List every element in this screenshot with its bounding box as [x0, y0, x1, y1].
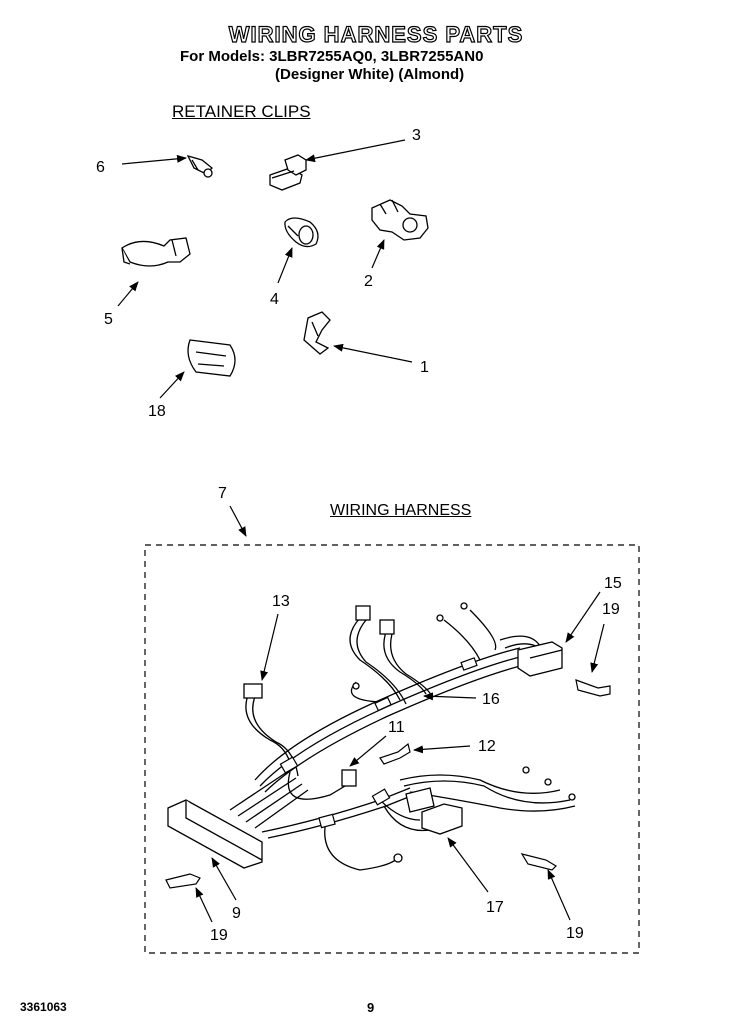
callout-19-bottom-left: 19 — [195, 887, 228, 944]
harness-connectors — [167, 602, 576, 869]
svg-text:13: 13 — [272, 593, 290, 610]
svg-text:19: 19 — [210, 927, 228, 944]
svg-text:6: 6 — [96, 159, 105, 176]
callout-5: 5 — [104, 281, 139, 328]
callout-12: 12 — [413, 738, 496, 755]
svg-text:9: 9 — [232, 905, 241, 922]
callout-4: 4 — [270, 247, 293, 308]
callout-19-top: 19 — [590, 601, 620, 673]
callout-19-bottom-right: 19 — [547, 869, 584, 942]
svg-text:2: 2 — [364, 273, 373, 290]
callout-13: 13 — [260, 593, 290, 681]
svg-text:19: 19 — [566, 925, 584, 942]
document-number: 3361063 — [20, 1000, 67, 1014]
page-title: WIRING HARNESS PARTS — [228, 21, 524, 47]
part-19-terminals — [165, 679, 611, 889]
svg-text:1: 1 — [420, 359, 429, 376]
callout-6: 6 — [96, 154, 187, 176]
callout-7: 7 — [218, 485, 247, 537]
page-number: 9 — [367, 1000, 375, 1015]
svg-text:16: 16 — [482, 691, 500, 708]
svg-text:17: 17 — [486, 899, 504, 916]
part-3-clip — [269, 154, 307, 191]
svg-text:5: 5 — [104, 311, 113, 328]
section-title-retainer-clips: RETAINER CLIPS — [172, 102, 311, 121]
callout-15: 15 — [565, 575, 622, 643]
callout-9: 9 — [211, 857, 241, 922]
variants-line: (Designer White) (Almond) — [275, 66, 465, 83]
part-1-clip — [303, 311, 331, 355]
svg-text:12: 12 — [478, 738, 496, 755]
svg-text:3: 3 — [412, 127, 421, 144]
svg-text:19: 19 — [602, 601, 620, 618]
callout-11: 11 — [349, 719, 405, 767]
callout-18: 18 — [148, 371, 185, 420]
harness-boundary — [144, 544, 640, 954]
callout-3: 3 — [305, 127, 421, 163]
svg-text:7: 7 — [218, 485, 227, 502]
svg-text:4: 4 — [270, 291, 279, 308]
svg-text:18: 18 — [148, 403, 166, 420]
svg-text:15: 15 — [604, 575, 622, 592]
section-title-wiring-harness: WIRING HARNESS — [330, 502, 472, 519]
callout-17: 17 — [447, 837, 504, 916]
models-line: For Models: 3LBR7255AQ0, 3LBR7255AN0 — [180, 48, 484, 65]
part-4-grommet — [284, 217, 319, 248]
part-5-clip — [121, 237, 191, 267]
callout-16: 16 — [423, 691, 500, 708]
callout-1: 1 — [333, 343, 429, 376]
part-18-sleeve — [187, 339, 236, 377]
part-2-clip — [371, 199, 429, 241]
part-6-push-pin — [186, 154, 213, 178]
part-12-terminal — [379, 742, 411, 765]
harness-sleeves — [279, 657, 478, 829]
svg-text:11: 11 — [388, 719, 405, 736]
callout-2: 2 — [364, 239, 385, 290]
